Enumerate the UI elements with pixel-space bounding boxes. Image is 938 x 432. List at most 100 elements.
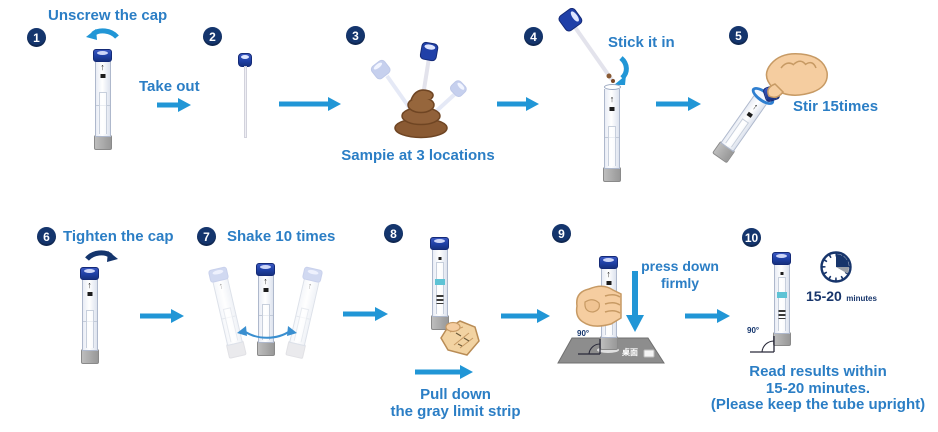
tube-base [603,167,621,182]
timer-value: 15-20 [806,288,842,304]
label-mark [438,257,441,260]
barcode-mark [436,295,443,304]
tube-mouth [603,84,621,90]
step-3-badge: 3 [346,26,365,45]
step-6-label: Tighten the cap [63,228,174,245]
label-mark [746,111,753,118]
tube-open: ↑ [603,84,621,182]
inner-tube [435,262,444,314]
result-line3: (Please keep the tube upright) [710,396,926,413]
up-arrow-mark: ↑ [263,276,268,286]
angle-90-label: 90° [577,329,590,338]
up-arrow-mark: ↑ [87,280,92,290]
swab-stick [244,66,247,138]
timer-unit: minutes [846,294,877,303]
step-10-result-text: Read results within 15-20 minutes. (Plea… [698,363,938,414]
tube-body [431,249,448,317]
label-mark [609,107,615,111]
up-arrow-mark: ↑ [750,101,761,113]
up-arrow-mark: ↑ [100,62,105,72]
arrow-right-icon [140,309,184,323]
tube-cap [772,252,791,265]
arrow-right-icon [656,97,701,111]
inner-tube [98,92,107,134]
step-7-badge: 7 [197,227,216,246]
up-arrow-mark: ↑ [306,280,314,292]
tube-upright-reading [772,252,791,346]
right-angle-mark-icon [750,336,775,353]
arrow-right-icon [501,309,550,323]
right-angle-mark-icon [578,339,601,355]
label-mark [87,292,92,296]
timer-text: 15-20 minutes [806,288,877,306]
inner-tube [777,277,786,331]
step-4-badge: 4 [524,27,543,46]
inner-tube [725,118,750,148]
step-1-badge: 1 [27,28,46,47]
step-7-label: Shake 10 times [227,228,336,245]
press-down-arrow-icon [626,271,644,332]
tube-cap [430,237,449,250]
step-10-badge: 10 [742,228,761,247]
up-arrow-mark: ↑ [217,280,225,292]
tube-cap [80,267,99,280]
inner-tube [222,307,238,343]
swab-angled-into-tube-icon [558,8,615,83]
step-1-label: Unscrew the cap [48,7,168,24]
arrow-right-icon [279,97,341,111]
result-line2: 15-20 minutes. [765,379,871,397]
step-2-label: Take out [139,78,200,95]
tube-with-limit-strip [430,237,449,330]
barcode-mark [778,310,785,319]
step-4-label: Stick it in [608,34,675,51]
pull-down-arrow-icon [415,365,473,379]
insert-down-swoosh-arrow-icon [614,56,629,85]
arrow-right-icon [343,307,388,321]
tube-capped: ↑ [93,49,112,150]
step-5-label: Stir 15times [793,98,879,115]
clock-timer-icon [820,251,852,283]
step-8-badge: 8 [384,224,403,243]
tube-base [256,341,275,356]
tube-body [773,264,790,334]
label-mark [263,288,268,292]
test-line [434,279,445,285]
inner-tube [261,304,270,340]
faded-swab-left [370,59,413,112]
arrow-right-icon [157,98,191,112]
tube-base [772,332,791,346]
test-line [776,292,787,298]
up-arrow-mark: ↑ [609,94,615,104]
step-5-badge: 5 [729,26,748,45]
hand-stirring-icon [765,52,828,99]
hand-gripping-tube-icon [575,285,622,327]
step-9-badge: 9 [552,224,571,243]
swab-cap [238,53,252,67]
tube-body: ↑ [720,95,767,153]
unscrew-swoosh-arrow-icon [86,28,119,40]
step-8-label-line2: the gray limit strip [390,403,521,420]
tube-shake-ghost-right: ↑ [284,266,324,360]
label-mark [100,74,105,78]
table-surface-label: 桌面 [622,348,638,357]
up-arrow-mark: ↑ [606,269,611,279]
tube-cap [93,49,112,62]
step-2-badge: 2 [203,27,222,46]
tube-shake-center: ↑ [256,263,275,356]
tube-base [599,336,618,350]
step-9-label-line2: firmly [660,275,700,291]
step-9-label-line1: press down [641,258,719,274]
tube-base [93,135,112,150]
step-8-label: Pull down the gray limit strip [383,386,528,420]
tube-base [80,349,99,364]
step-9-label: press down firmly [634,258,726,292]
inner-tube [608,126,616,166]
label-mark [606,281,611,285]
tube-cap [256,263,275,276]
tube-shake-ghost-left: ↑ [207,266,247,360]
tube-body: ↑ [81,279,98,351]
shake-double-arrow-icon [237,326,297,339]
tube-body: ↑ [94,61,111,137]
tube-capped: ↑ [80,267,99,364]
